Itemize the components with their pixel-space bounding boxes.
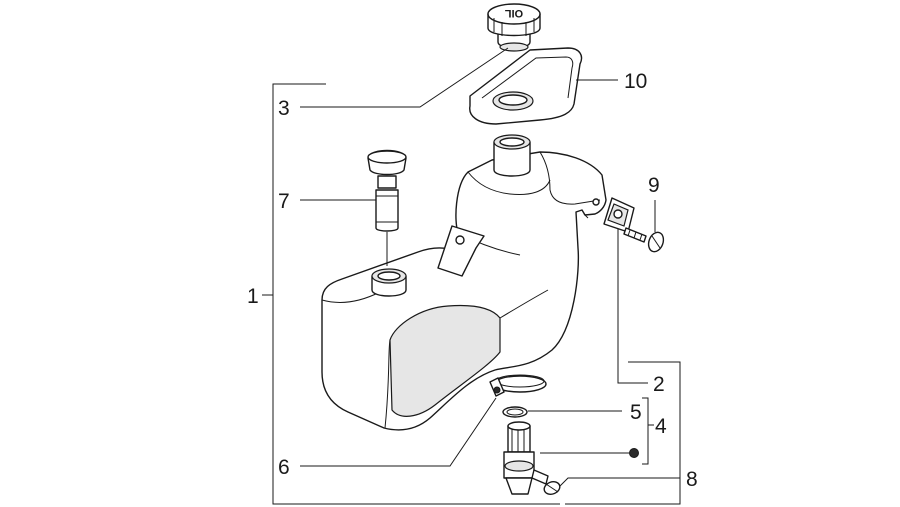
dipstick-plug <box>367 149 407 266</box>
oil-tank <box>321 134 607 431</box>
screw <box>623 227 665 253</box>
leader-lines <box>300 47 680 487</box>
filler-cap: OIL <box>487 3 541 52</box>
cap-oil-marking: OIL <box>505 7 524 19</box>
callout-4: 4 <box>655 415 667 438</box>
callout-3: 3 <box>278 97 290 120</box>
clip-nut <box>603 197 635 233</box>
rubber-tray <box>469 47 583 125</box>
hose-clip <box>543 481 561 495</box>
callout-10: 10 <box>624 70 647 93</box>
hose-clamp <box>489 374 547 397</box>
callout-1: 1 <box>247 285 259 308</box>
callout-8: 8 <box>686 468 698 491</box>
o-ring <box>502 406 528 418</box>
callout-2: 2 <box>653 373 665 396</box>
callout-6: 6 <box>278 456 290 479</box>
callout-7: 7 <box>278 190 290 213</box>
bracket-group-1 <box>262 83 560 505</box>
callout-5: 5 <box>630 401 642 424</box>
reference-dot <box>629 448 639 458</box>
outlet-fitting <box>503 421 549 495</box>
callout-labels: 3 10 7 9 1 2 5 4 6 8 <box>247 70 698 491</box>
bracket-group-2 <box>565 228 681 505</box>
bracket-group-4 <box>642 397 654 465</box>
callout-9: 9 <box>648 174 660 197</box>
